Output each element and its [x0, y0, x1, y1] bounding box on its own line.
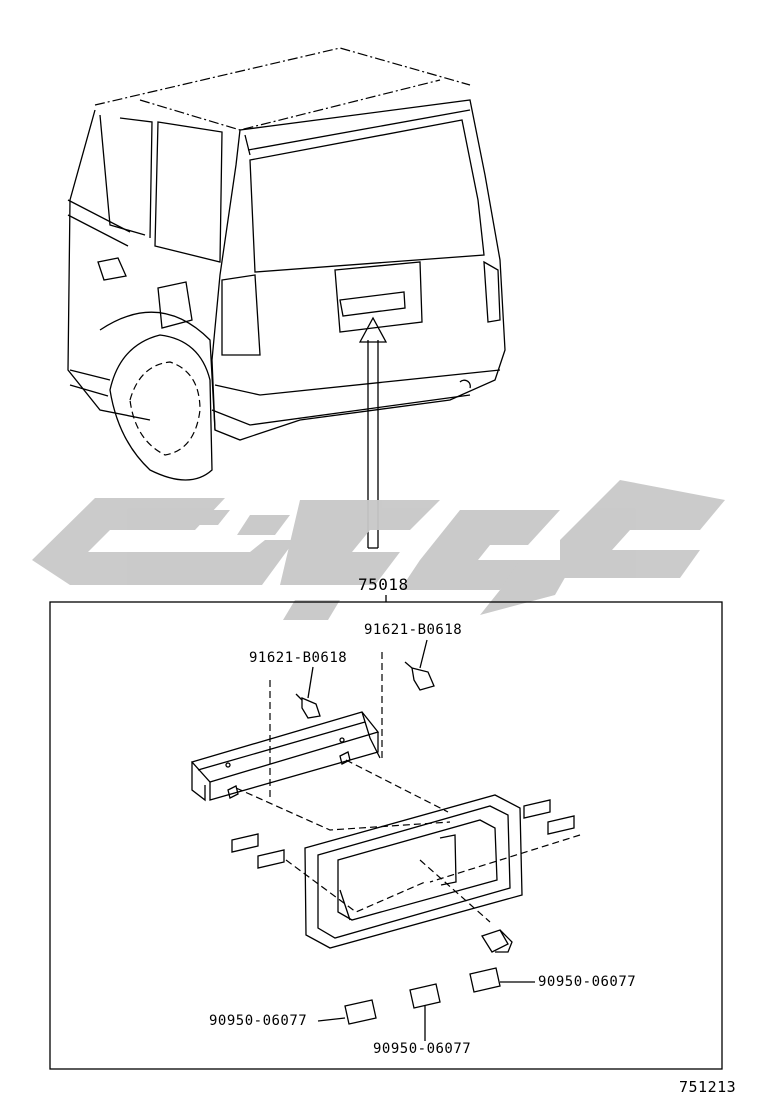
clip-bottom-left-part-label: 90950-06077	[209, 1013, 308, 1029]
watermark-logo	[32, 480, 725, 620]
clip-bottom-center-part-label: 90950-06077	[373, 1041, 472, 1057]
exploded-assembly	[190, 639, 581, 1041]
vehicle-rear-illustration	[67, 47, 506, 549]
screw-left-part-label: 91621-B0618	[249, 650, 348, 666]
screw-right-part-label: 91621-B0618	[364, 622, 463, 638]
drawing-number-label: 751213	[679, 1078, 737, 1096]
assembly-number-label: 75018	[358, 575, 409, 594]
clip-right-part-label: 90950-06077	[538, 974, 637, 990]
